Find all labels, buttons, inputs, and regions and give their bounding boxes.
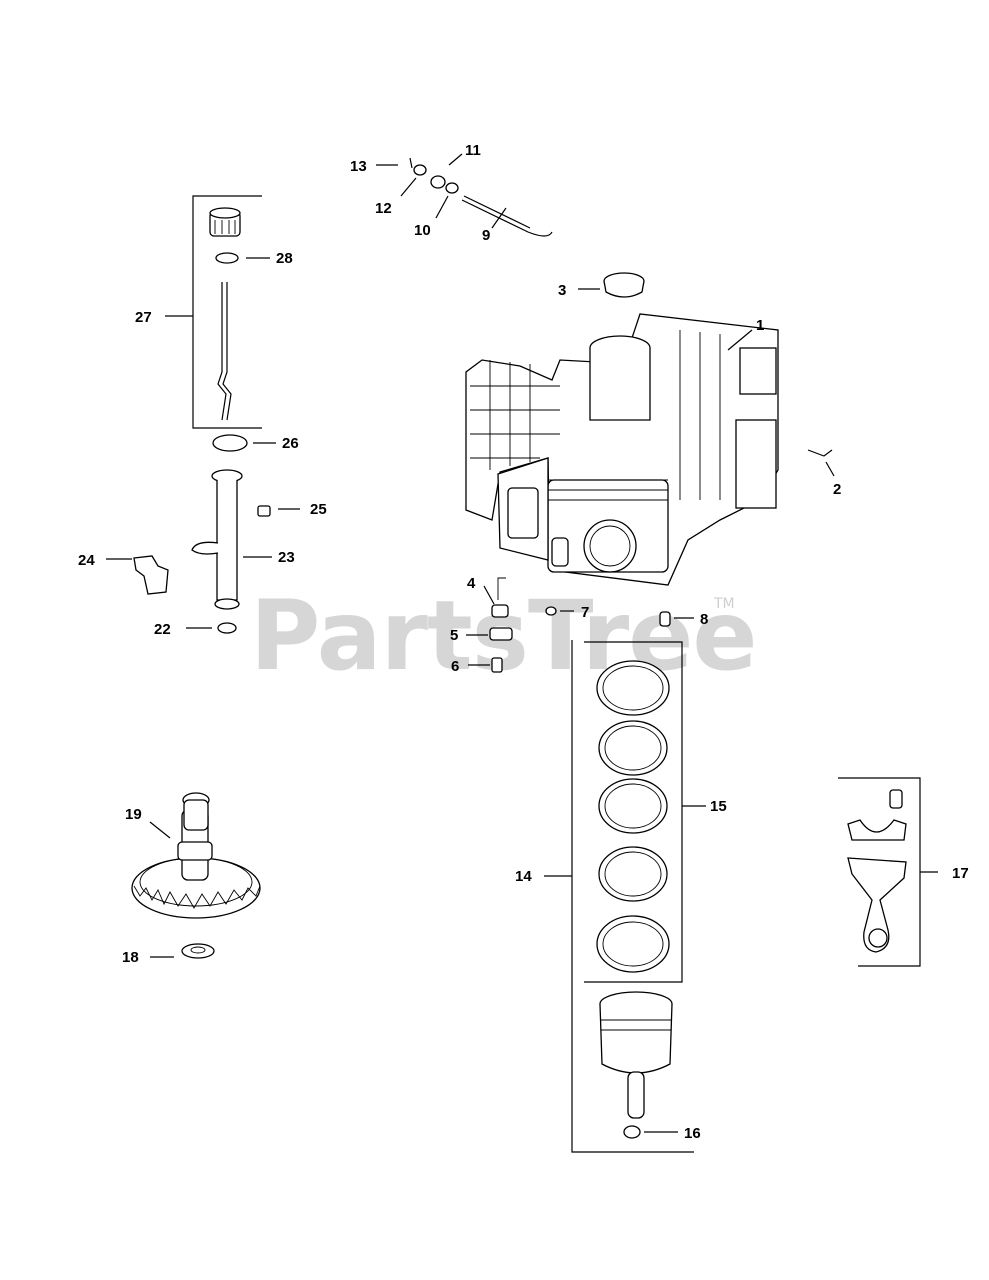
callout-24: 24 xyxy=(78,552,95,569)
piston xyxy=(599,991,673,1139)
callout-28: 28 xyxy=(276,250,293,267)
o-ring-28 xyxy=(215,252,239,264)
callout-9: 9 xyxy=(482,227,490,244)
governor-shaft-parts xyxy=(409,157,553,237)
callout-6: 6 xyxy=(451,658,459,675)
callout-2: 2 xyxy=(833,481,841,498)
bracket-24 xyxy=(133,555,169,595)
dipstick-tube xyxy=(191,469,243,610)
callout-13: 13 xyxy=(350,158,367,175)
o-ring-26 xyxy=(212,434,248,452)
washer-18 xyxy=(181,943,215,959)
seal-3 xyxy=(603,272,645,298)
o-ring-22 xyxy=(217,622,237,634)
pin-2 xyxy=(807,449,833,457)
callout-5: 5 xyxy=(450,627,458,644)
piston-ring-set xyxy=(544,640,706,1153)
callout-12: 12 xyxy=(375,200,392,217)
callout-22: 22 xyxy=(154,621,171,638)
watermark-tm: TM xyxy=(714,596,735,612)
callout-15: 15 xyxy=(710,798,727,815)
callout-17: 17 xyxy=(952,865,969,882)
callout-4: 4 xyxy=(467,575,476,592)
camshaft xyxy=(131,792,261,919)
dipstick-bracket xyxy=(165,195,262,429)
crankcase xyxy=(465,313,779,600)
callout-10: 10 xyxy=(414,222,431,239)
callout-26: 26 xyxy=(282,435,299,452)
callout-18: 18 xyxy=(122,949,139,966)
small-fittings xyxy=(489,604,671,673)
callout-14: 14 xyxy=(515,868,532,885)
callout-1: 1 xyxy=(756,317,764,334)
dipstick-blade xyxy=(217,282,227,421)
callout-7: 7 xyxy=(581,604,589,621)
callout-8: 8 xyxy=(700,611,708,628)
callout-labels: 1 2 3 4 5 6 7 8 9 10 11 12 13 14 15 16 1… xyxy=(78,142,969,1142)
callout-25: 25 xyxy=(310,501,327,518)
callout-11: 11 xyxy=(465,142,481,159)
callout-3: 3 xyxy=(558,282,566,299)
connecting-rod xyxy=(838,777,938,967)
callout-23: 23 xyxy=(278,549,295,566)
screw-25 xyxy=(257,505,271,517)
callout-16: 16 xyxy=(684,1125,701,1142)
callout-27: 27 xyxy=(135,309,152,326)
dipstick-cap xyxy=(209,207,241,237)
callout-19: 19 xyxy=(125,806,142,823)
